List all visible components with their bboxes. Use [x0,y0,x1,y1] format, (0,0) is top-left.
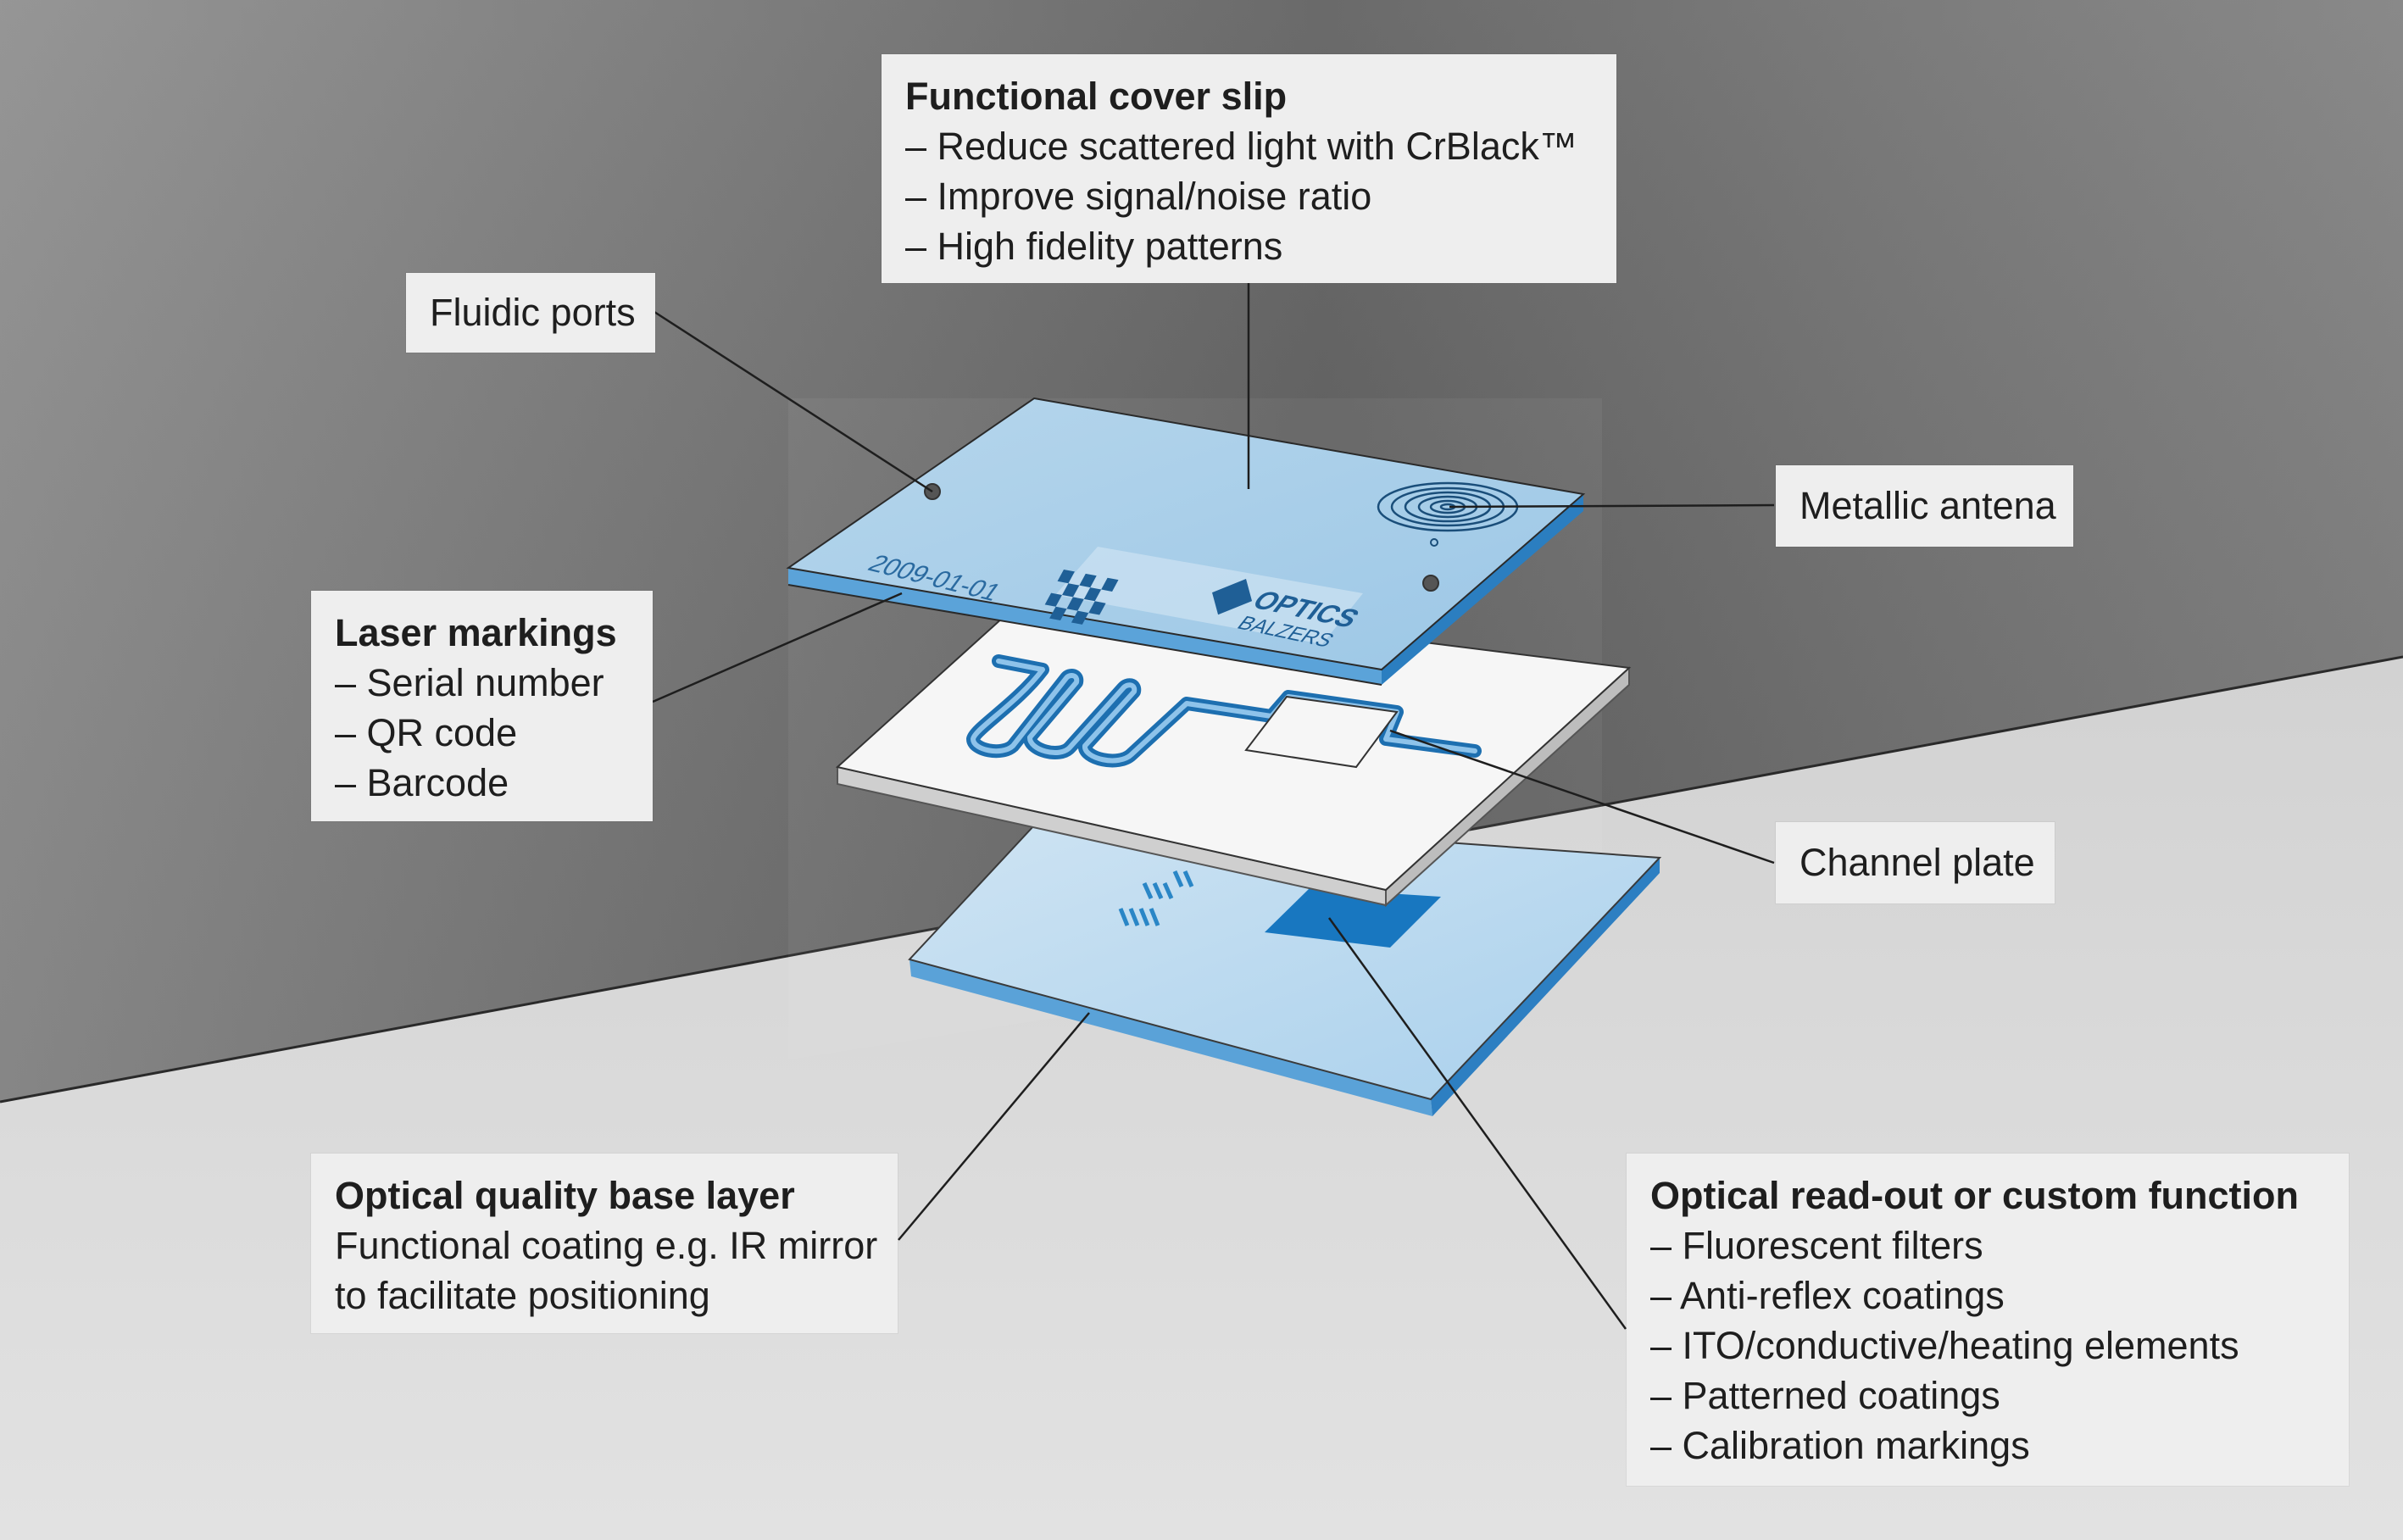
fluidic-port-icon [1422,575,1439,592]
channel-plate [835,592,1632,908]
label-title: Metallic antena [1799,484,2056,527]
label-item: – Serial number [335,661,604,704]
label-title: Fluidic ports [430,291,636,334]
label-item: – High fidelity patterns [905,225,1283,268]
label-item: Functional coating e.g. IR mirror [335,1224,878,1267]
label-readout: Optical read-out or custom function – Fl… [1627,1154,2349,1486]
readout-patch [1265,888,1441,948]
label-item: – QR code [335,711,518,754]
label-item: – Calibration markings [1650,1424,2030,1467]
label-item: – Fluorescent filters [1650,1224,1983,1267]
label-metallic-antenna: Metallic antena [1776,465,2073,547]
label-item: – ITO/conductive/heating elements [1650,1324,2239,1367]
label-base-layer: Optical quality base layer Functional co… [311,1154,898,1333]
calibration-markings [1118,870,1194,926]
label-item: to facilitate positioning [335,1274,710,1317]
label-channel-plate: Channel plate [1776,822,2055,903]
label-laser-markings: Laser markings – Serial number – QR code… [311,591,653,821]
label-title: Laser markings [335,611,617,654]
leader-lines [652,283,1775,1330]
label-item: – Barcode [335,761,509,804]
label-title: Channel plate [1799,841,2035,884]
base-layer [908,812,1662,1116]
cover-slip: 2009-01-01 OPTICS BALZERS [786,397,1586,686]
label-item: – Reduce scattered light with CrBlack™ [905,125,1577,168]
label-fluidic-ports: Fluidic ports [406,273,655,353]
label-item: – Patterned coatings [1650,1374,2000,1417]
label-title: Optical read-out or custom function [1650,1174,2300,1217]
label-item: – Improve signal/noise ratio [905,175,1372,218]
label-title: Optical quality base layer [335,1174,795,1217]
label-cover-slip: Functional cover slip – Reduce scattered… [882,54,1616,283]
label-title: Functional cover slip [905,75,1288,118]
qr-code-icon [1044,570,1119,625]
label-item: – Anti-reflex coatings [1650,1274,2005,1317]
